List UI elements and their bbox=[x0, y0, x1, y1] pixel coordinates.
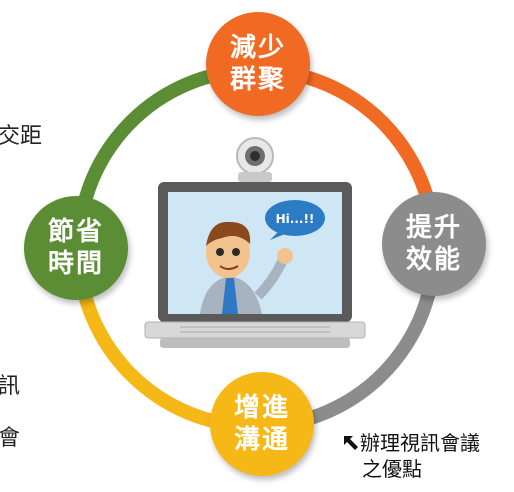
cartoon-man-illustration bbox=[200, 221, 293, 314]
node-improve-communication: 增進 溝通 bbox=[210, 372, 314, 476]
webcam-illustration bbox=[236, 137, 274, 182]
node-improve-communication-line1: 增進 bbox=[233, 393, 290, 423]
node-save-time-line2: 時間 bbox=[47, 249, 104, 279]
edge-text-mid-left: 訊 bbox=[0, 374, 21, 399]
node-reduce-gathering-line2: 群聚 bbox=[229, 65, 286, 95]
caption: 辦理視訊會議 之優點 bbox=[342, 430, 480, 482]
laptop-illustration bbox=[144, 182, 366, 348]
caption-line1: 辦理視訊會議 bbox=[342, 430, 480, 456]
edge-text-top-left: 交距 bbox=[0, 124, 43, 149]
arrow-up-left-icon bbox=[344, 436, 358, 450]
node-reduce-gathering-line1: 減少 bbox=[229, 33, 286, 63]
node-save-time: 節省 時間 bbox=[24, 196, 128, 300]
node-improve-efficiency-line2: 效能 bbox=[405, 245, 462, 275]
edge-text-low-left: 會 bbox=[0, 426, 21, 451]
node-reduce-gathering: 減少 群聚 bbox=[206, 12, 310, 116]
node-save-time-line1: 節省 bbox=[47, 217, 104, 247]
speech-bubble-text: Hi...!! bbox=[276, 212, 315, 226]
caption-line1-text: 辦理視訊會議 bbox=[360, 431, 480, 455]
node-improve-communication-line2: 溝通 bbox=[233, 425, 290, 455]
speech-bubble: Hi...!! bbox=[265, 200, 325, 240]
node-improve-efficiency-line1: 提升 bbox=[405, 213, 462, 243]
caption-line2: 之優點 bbox=[362, 457, 422, 481]
node-improve-efficiency: 提升 效能 bbox=[382, 192, 486, 296]
